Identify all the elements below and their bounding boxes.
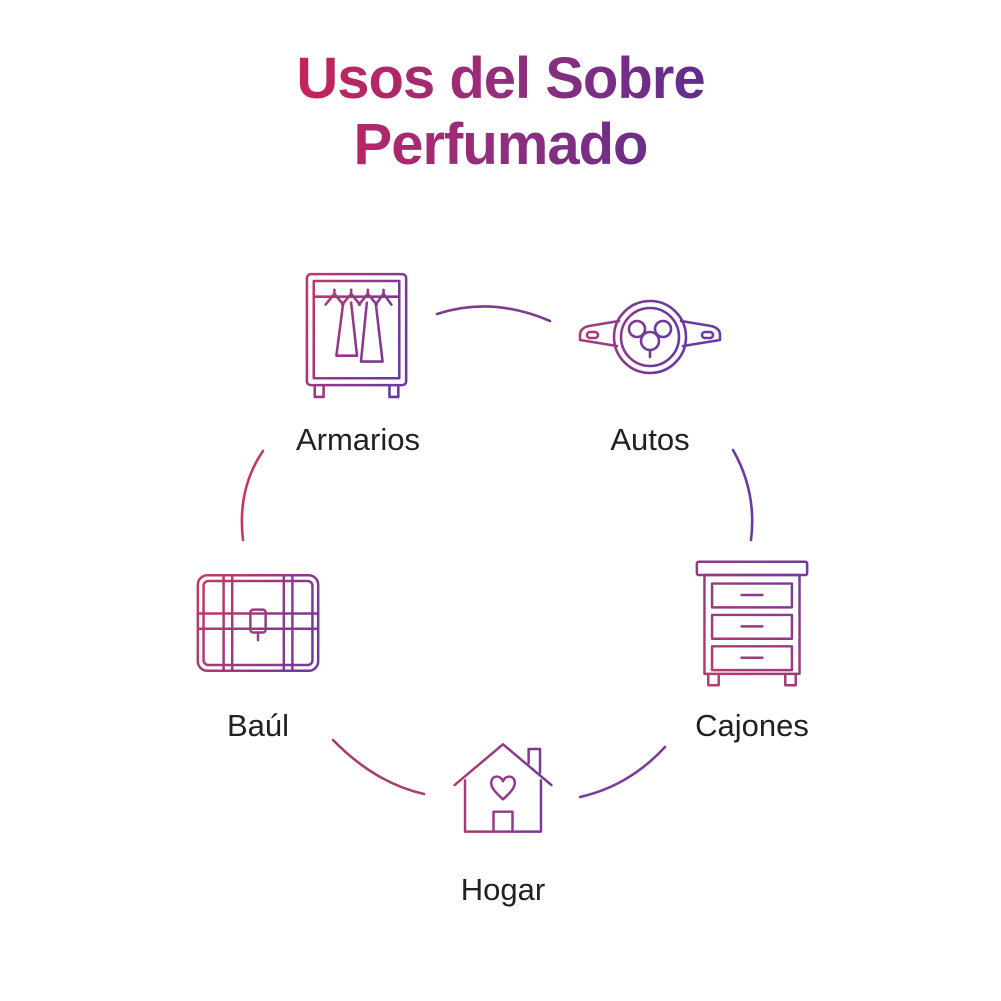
item-label-hogar: Hogar: [460, 872, 546, 907]
trunk-icon: [196, 573, 320, 673]
arc-autos-cajones: [731, 448, 754, 542]
page-title-line2: Perfumado: [353, 111, 648, 177]
armarios-iconbox: [301, 262, 415, 412]
wardrobe-icon: [305, 272, 408, 399]
steering-wheel-icon: [578, 299, 722, 375]
item-label-autos: Autos: [610, 422, 690, 457]
drawers-icon: [695, 559, 809, 687]
house-heart-icon: [453, 743, 553, 833]
cajones-iconbox: [694, 548, 810, 698]
item-armarios: Armarios: [248, 262, 468, 458]
item-label-baul: Baúl: [226, 708, 290, 743]
item-cajones: Cajones: [642, 548, 862, 744]
baul-iconbox: [194, 548, 322, 698]
arc-baul-armarios: [240, 449, 265, 542]
item-label-cajones: Cajones: [695, 708, 809, 743]
item-hogar: Hogar: [393, 712, 613, 908]
item-baul: Baúl: [148, 548, 368, 744]
page-title-line1: Usos del Sobre: [296, 46, 705, 111]
hogar-iconbox: [447, 712, 559, 862]
item-label-armarios: Armarios: [295, 422, 420, 457]
autos-iconbox: [575, 262, 725, 412]
item-autos: Autos: [540, 262, 760, 458]
